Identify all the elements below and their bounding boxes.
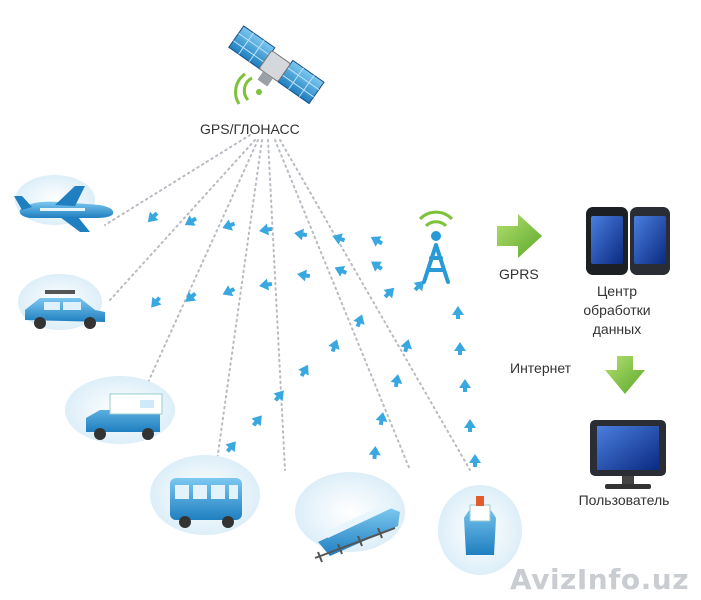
signal-arrow-icon (251, 415, 262, 427)
signal-arrow-icon (400, 339, 413, 353)
signal-arrow-icon (370, 236, 384, 247)
signal-arrow-icon (147, 211, 159, 223)
smartphones-icon (586, 207, 670, 275)
processing-center-line: данных (592, 321, 642, 337)
signal-arrow-icon (222, 219, 236, 231)
signal-arrow-icon (464, 419, 476, 432)
signal-lines (104, 134, 471, 476)
signal-arrow-icon (151, 296, 162, 308)
satellite-icon (228, 25, 325, 105)
airplane-icon (14, 175, 114, 232)
signal-arrow-icon (298, 364, 309, 378)
internet-arrow-icon (605, 356, 645, 394)
signal-arrow-icon (184, 215, 198, 226)
signal-arrow-icon (334, 265, 348, 277)
processing-center-line: обработки (583, 302, 651, 318)
signal-arrow-icon (222, 285, 236, 297)
signal-arrow-icon (185, 291, 197, 302)
internet-label: Интернет (510, 360, 572, 376)
signal-arrow-icon (259, 223, 273, 236)
signal-arrow-icon (353, 314, 365, 328)
signal-arrow-icon (375, 412, 388, 426)
satellite-signal-icon (234, 72, 262, 105)
signal-arrow-icon (413, 280, 425, 292)
signal-arrow-icon (273, 390, 284, 402)
gps-label: GPS/ГЛОНАСС (200, 121, 300, 137)
signal-arrow-icon (383, 287, 395, 299)
signal-arrow-icon (371, 261, 383, 272)
processing-center-label: Центр обработки данных (557, 282, 677, 339)
signal-arrow-icon (454, 342, 466, 355)
signal-arrow-icon (297, 269, 311, 282)
signal-arrow-icon (452, 306, 464, 319)
bus-icon (150, 455, 260, 535)
signal-arrow-icon (332, 233, 346, 245)
signal-arrow-icon (390, 374, 403, 388)
signal-arrow-icon (328, 339, 340, 353)
antenna-tower-icon (418, 210, 454, 284)
signal-arrow-icon (469, 454, 481, 467)
car-icon (18, 274, 105, 330)
processing-center-line: Центр (596, 283, 638, 299)
gprs-label: GPRS (499, 266, 539, 282)
signal-arrow-icon (225, 441, 236, 453)
user-label: Пользователь (578, 492, 670, 508)
gprs-arrow-icon (497, 214, 542, 258)
signal-arrow-icon (259, 278, 273, 291)
signal-arrow-icon (368, 446, 381, 460)
signal-arrow-icon (294, 228, 308, 241)
signal-arrow-icon (459, 379, 471, 392)
ship-icon (438, 485, 522, 575)
camper-van-icon (65, 376, 175, 444)
signal-arrows (147, 211, 481, 467)
computer-monitor-icon (590, 420, 666, 489)
train-icon (295, 472, 405, 563)
watermark: AvizInfo.uz (510, 563, 689, 596)
